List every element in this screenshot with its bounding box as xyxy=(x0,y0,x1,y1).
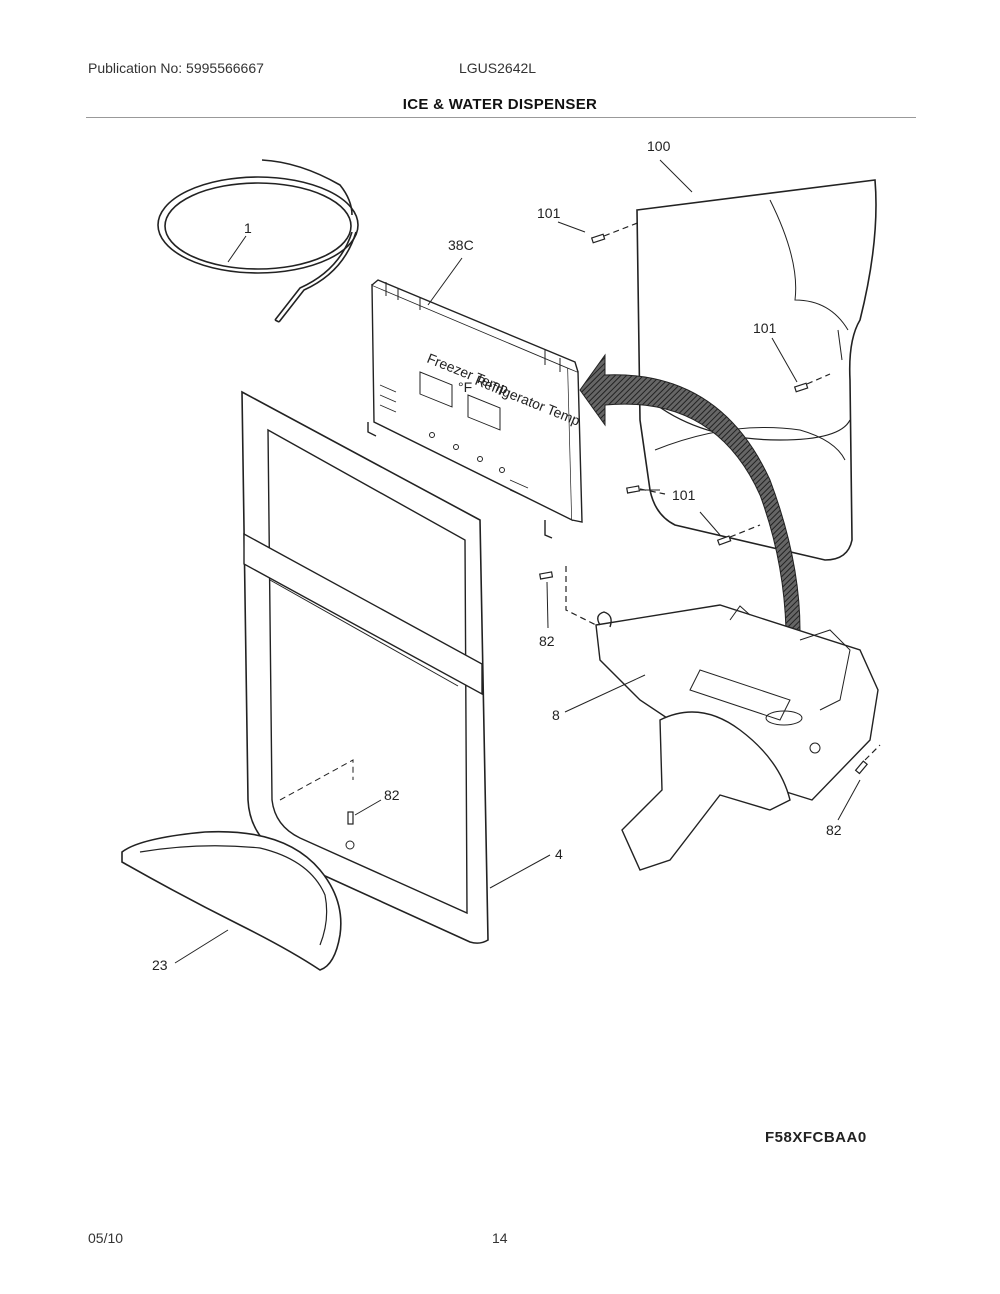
callout-drip-tray: 23 xyxy=(152,957,168,973)
publication-number: Publication No: 5995566667 xyxy=(88,60,264,76)
ice-bucket-housing xyxy=(636,179,877,561)
header-rule xyxy=(86,117,916,118)
callout-dispenser-frame: 4 xyxy=(555,846,563,862)
screw-101-upper xyxy=(590,221,641,244)
callout-screw-82-actuator-left: 82 xyxy=(539,633,555,649)
callout-ice-bucket-housing: 100 xyxy=(647,138,671,154)
callout-control-board: 38C xyxy=(448,237,474,253)
water-tubing-coil xyxy=(157,159,359,323)
screw-101-lower xyxy=(716,524,761,546)
callout-screw-82-frame: 82 xyxy=(384,787,400,803)
callout-screw-101-upper: 101 xyxy=(537,205,561,221)
callout-screw-101-lower: 101 xyxy=(672,487,696,503)
page-number: 14 xyxy=(492,1230,508,1246)
housing-screws xyxy=(590,221,831,546)
page-title: ICE & WATER DISPENSER xyxy=(402,96,598,113)
screw-82-left xyxy=(539,566,597,626)
screw-82-frame xyxy=(347,811,354,825)
callout-dispenser-actuator: 8 xyxy=(552,707,560,723)
model-number: LGUS2642L xyxy=(459,60,537,76)
drawing-code: F58XFCBAA0 xyxy=(765,1129,867,1146)
dispenser-actuator-assembly xyxy=(595,604,879,871)
publication-date: 05/10 xyxy=(88,1230,124,1246)
callout-screw-101-right: 101 xyxy=(753,320,777,336)
drip-tray xyxy=(121,830,342,971)
dispenser-frame xyxy=(241,390,489,944)
panel-degree-unit: °F xyxy=(458,379,472,395)
leader-lines xyxy=(174,159,861,964)
callout-screw-82-actuator-right: 82 xyxy=(826,822,842,838)
screw-82-right xyxy=(854,744,881,775)
screw-101-right xyxy=(793,373,831,393)
control-board-assembly xyxy=(367,279,583,539)
actuator-screws xyxy=(539,566,881,775)
callout-tubing: 1 xyxy=(244,220,252,236)
